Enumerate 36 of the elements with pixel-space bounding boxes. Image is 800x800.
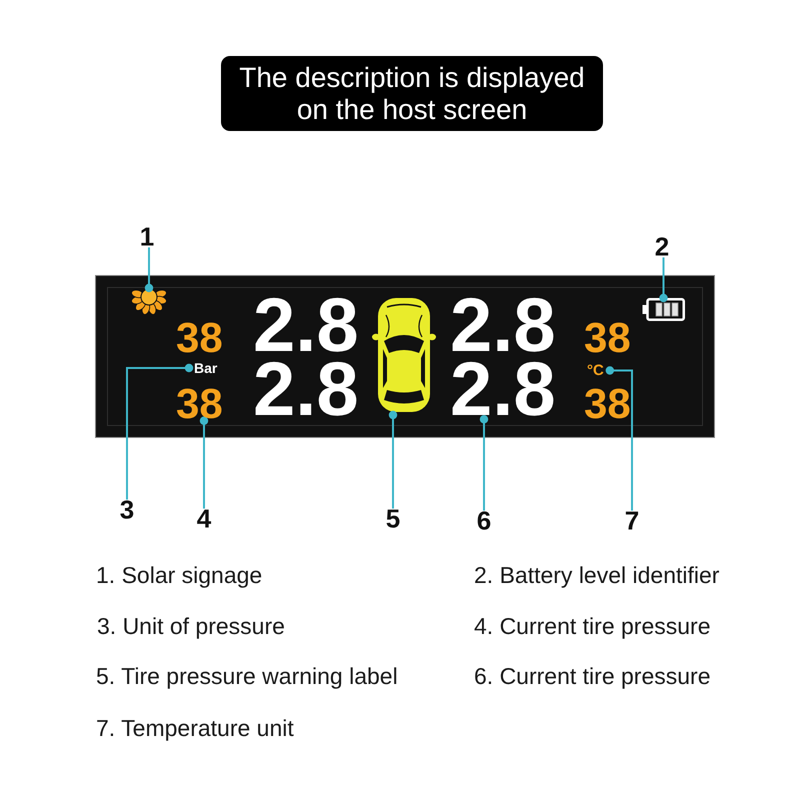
callout-number: 4 xyxy=(196,508,212,530)
digit-readout: 2.8 xyxy=(253,360,359,420)
digit-readout: 2.8 xyxy=(450,360,556,420)
leader-line xyxy=(659,257,668,302)
battery-icon xyxy=(642,298,685,321)
callout-number: 6 xyxy=(476,510,492,532)
callout-number: 3 xyxy=(120,500,134,520)
sun-icon xyxy=(130,288,168,315)
leader-line xyxy=(126,364,194,500)
unit-label: °C xyxy=(587,363,610,378)
callout-number: 5 xyxy=(386,508,400,530)
callout-number: 7 xyxy=(624,510,640,532)
unit-label: Bar xyxy=(189,361,218,375)
digit-readout: 2.8 xyxy=(450,296,556,356)
leader-line xyxy=(480,415,488,511)
title-banner: The description is displayed on the host screen xyxy=(221,56,603,131)
callout-number: 2 xyxy=(654,236,670,258)
digit-readout: 2.8 xyxy=(253,296,359,356)
callout-description: 3. Unit of pressure xyxy=(97,613,285,641)
callout-description: 1. Solar signage xyxy=(96,562,262,590)
callout-description: 7. Temperature unit xyxy=(96,715,294,743)
digit-readout: 38 xyxy=(176,388,223,421)
callout-number: 1 xyxy=(140,226,154,248)
digit-readout: 38 xyxy=(176,322,223,355)
lcd-display-panel xyxy=(95,275,715,438)
leader-line xyxy=(200,416,208,509)
digit-readout: 38 xyxy=(584,322,631,355)
car-icon xyxy=(372,297,436,415)
callout-description: 5. Tire pressure warning label xyxy=(96,663,398,691)
digit-readout: 38 xyxy=(584,388,631,421)
leader-line xyxy=(144,247,154,292)
callout-description: 6. Current tire pressure xyxy=(474,663,710,691)
callout-description: 2. Battery level identifier xyxy=(474,562,720,590)
leader-line xyxy=(388,410,398,509)
callout-description: 4. Current tire pressure xyxy=(474,613,710,641)
leader-line xyxy=(606,366,633,511)
